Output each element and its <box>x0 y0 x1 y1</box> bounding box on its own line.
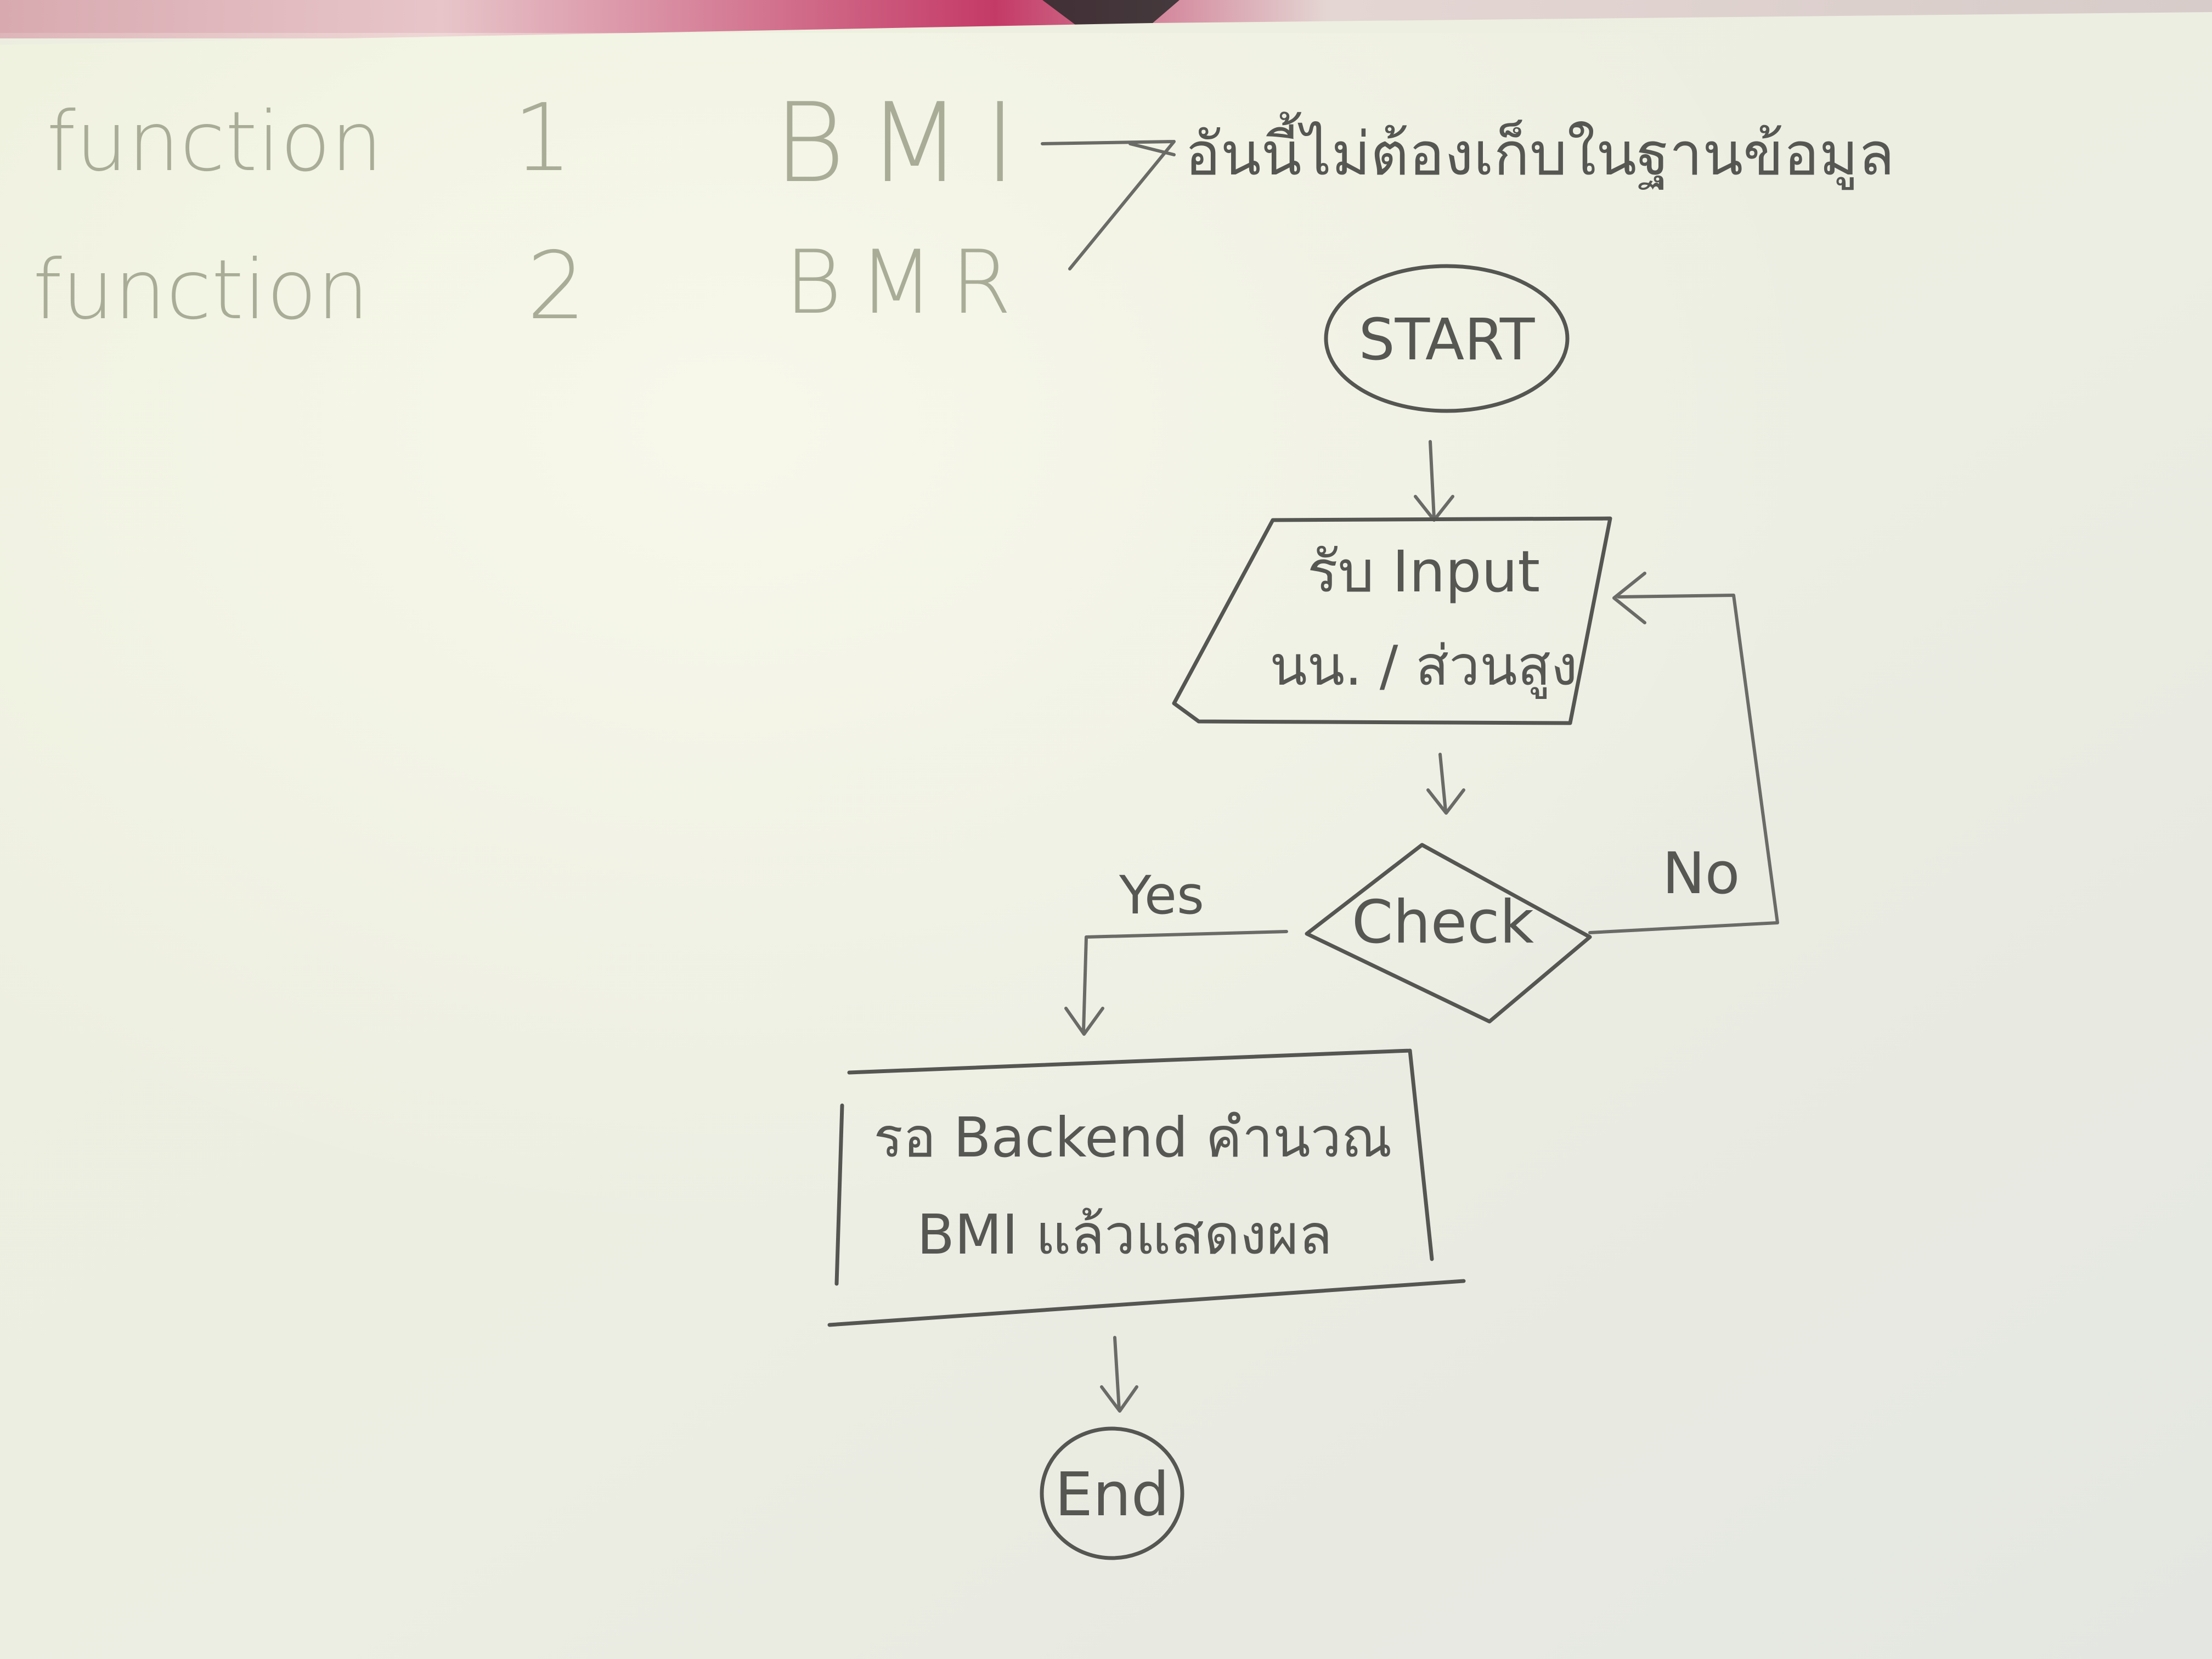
notes-bracket-hook <box>1128 142 1176 156</box>
yes-branch-arrow <box>1064 930 1288 1036</box>
yes-label: Yes <box>1119 865 1204 926</box>
arrow-process-to-end <box>1100 1336 1138 1413</box>
input-line2: นน. / ส่วนสูง <box>1269 634 1577 699</box>
input-shape <box>1172 516 1612 725</box>
storage-note: อันนี้ไม่ต้องเก็บในฐานข้อมูล <box>1185 111 1894 190</box>
flowchart: START รับ Input นน. / ส่วนสูง Check No Y… <box>827 264 1779 1560</box>
function-1-name: BMI <box>774 80 1039 207</box>
notes-bracket <box>1041 140 1176 270</box>
start-label: START <box>1359 306 1535 373</box>
no-label: No <box>1662 840 1740 907</box>
function-2-label: function <box>33 242 369 338</box>
input-line1: รับ Input <box>1307 538 1540 605</box>
function-2-name: BMR <box>785 231 1028 334</box>
function-2-number: 2 <box>527 232 586 341</box>
process-line1: รอ Backend คำนวณ <box>873 1105 1392 1170</box>
function-1-label: function <box>47 94 383 190</box>
end-label: End <box>1054 1459 1169 1530</box>
process-line2: BMI แล้วแสดงผล <box>917 1203 1332 1267</box>
check-decision <box>1305 843 1592 1024</box>
check-label: Check <box>1352 888 1534 957</box>
end-terminal <box>1040 1426 1184 1560</box>
process-box <box>827 1048 1466 1327</box>
no-loop-arrow <box>1588 572 1779 934</box>
start-terminal <box>1324 264 1570 413</box>
paper-glare <box>0 33 2212 1659</box>
function-1-number: 1 <box>513 84 572 193</box>
notes: function 1 BMI function 2 BMR อันนี้ไม่ต… <box>33 80 1894 341</box>
arrow-input-to-check <box>1426 753 1465 815</box>
